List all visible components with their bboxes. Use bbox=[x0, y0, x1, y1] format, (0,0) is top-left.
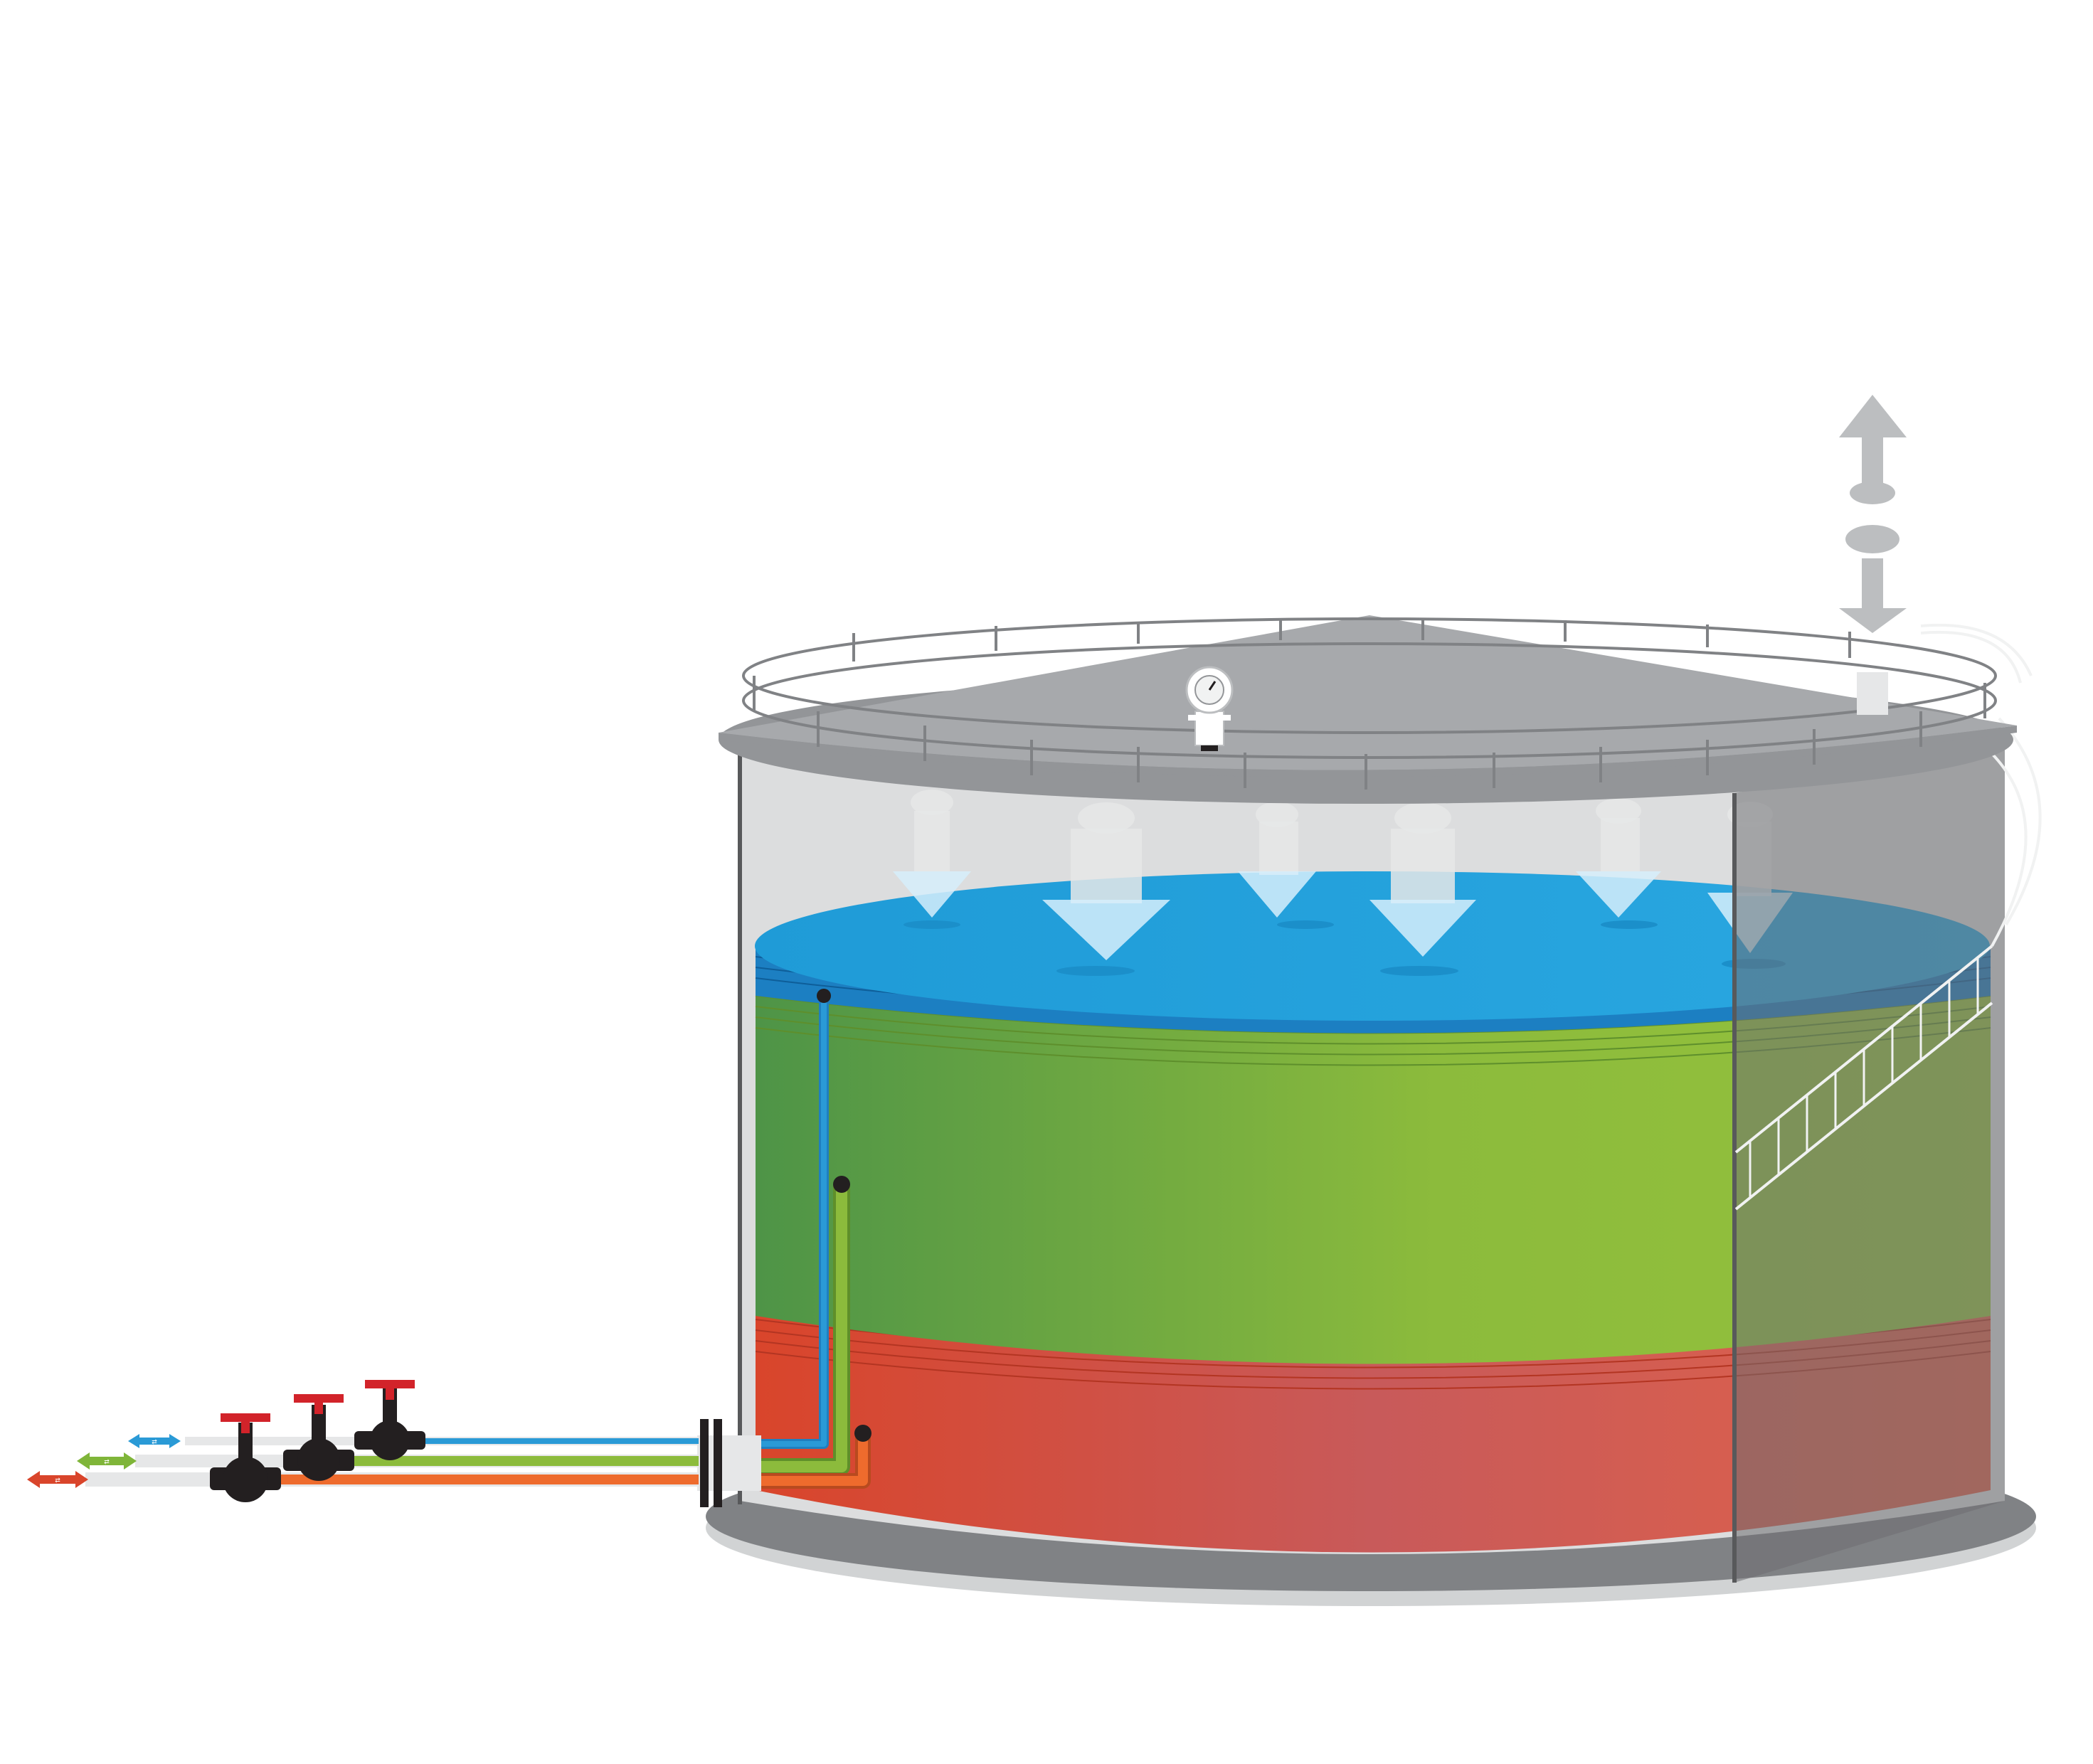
flow-arrow-orange-label: ⇄ bbox=[55, 1477, 60, 1484]
flow-arrow-blue: ⇄ bbox=[128, 1434, 181, 1448]
flow-arrow-green: ⇄ bbox=[77, 1452, 137, 1470]
flow-arrow-blue-label: ⇄ bbox=[152, 1438, 157, 1445]
flow-arrow-green-label: ⇄ bbox=[104, 1458, 110, 1465]
flow-arrow-orange: ⇄ bbox=[27, 1471, 88, 1488]
valve-blue-line[interactable] bbox=[354, 1380, 425, 1460]
shell-right-panel bbox=[1734, 743, 2005, 1583]
roof bbox=[719, 615, 2017, 770]
